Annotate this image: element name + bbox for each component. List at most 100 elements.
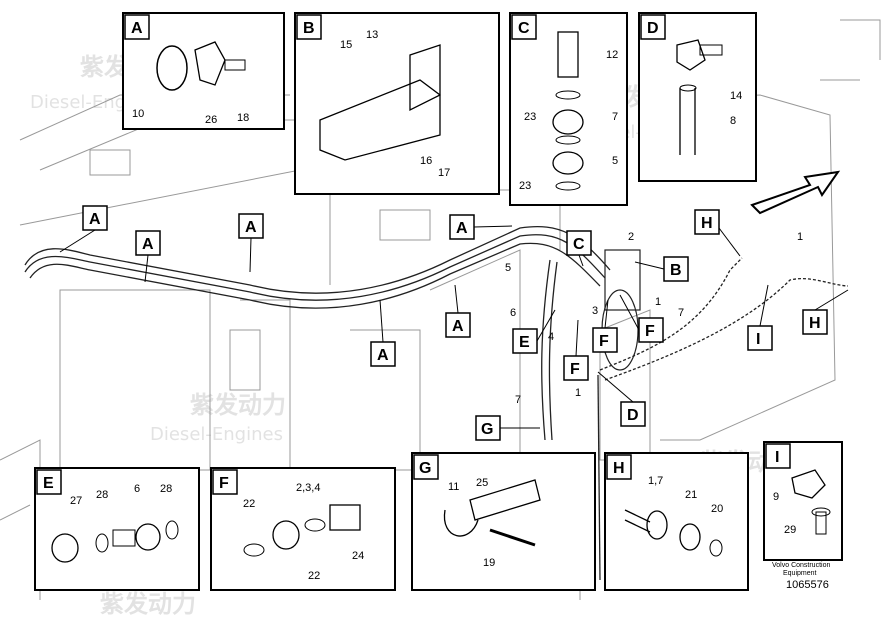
watermark-en: Diesel-Engines xyxy=(150,424,283,445)
callout-D: D xyxy=(620,401,646,427)
svg-text:25: 25 xyxy=(476,477,488,489)
callout-H: H xyxy=(802,309,828,335)
callout-A: A xyxy=(238,213,264,239)
callout-F: F xyxy=(592,327,618,353)
svg-text:23: 23 xyxy=(524,111,536,123)
inset-I: I 9 29 xyxy=(763,441,843,561)
svg-text:A: A xyxy=(131,20,143,37)
inset-F: F 22 2,3,4 24 22 xyxy=(210,467,396,591)
svg-text:F: F xyxy=(599,333,609,350)
svg-text:18: 18 xyxy=(237,112,249,124)
svg-text:1,7: 1,7 xyxy=(648,475,663,487)
callout-A: A xyxy=(449,214,475,240)
svg-text:1: 1 xyxy=(797,231,803,243)
inset-C: C 12 23 7 5 23 xyxy=(509,12,628,206)
svg-text:2: 2 xyxy=(628,231,634,243)
manufacturer-line2: Equipment xyxy=(783,570,817,577)
footer: Volvo Construction Equipment 1065576 xyxy=(772,562,830,591)
inset-A: A 10 26 18 xyxy=(122,12,285,130)
svg-text:28: 28 xyxy=(160,483,172,495)
svg-text:G: G xyxy=(419,460,431,477)
svg-text:14: 14 xyxy=(730,90,742,102)
svg-text:16: 16 xyxy=(420,155,432,167)
callout-A: A xyxy=(135,230,161,256)
callout-A: A xyxy=(445,312,471,338)
svg-text:1: 1 xyxy=(655,296,661,308)
svg-text:A: A xyxy=(452,318,464,335)
svg-text:D: D xyxy=(647,20,659,37)
svg-text:6: 6 xyxy=(510,307,516,319)
callout-I: I xyxy=(747,325,773,351)
callout-C: C xyxy=(566,230,592,256)
svg-text:28: 28 xyxy=(96,489,108,501)
watermark-cn: 紫发动力 xyxy=(190,391,286,419)
svg-text:17: 17 xyxy=(438,167,450,179)
svg-text:B: B xyxy=(670,262,682,279)
callout-H: H xyxy=(694,209,720,235)
inset-H: H 1,7 21 20 xyxy=(604,452,749,591)
svg-text:23: 23 xyxy=(519,180,531,192)
svg-text:13: 13 xyxy=(366,29,378,41)
svg-text:F: F xyxy=(570,361,580,378)
inset-E: E 27 28 6 28 xyxy=(34,467,200,591)
callout-F: F xyxy=(638,317,664,343)
manufacturer-line1: Volvo Construction xyxy=(772,562,830,569)
svg-text:7: 7 xyxy=(678,307,684,319)
callout-B: B xyxy=(663,256,689,282)
svg-text:G: G xyxy=(481,421,493,438)
svg-text:C: C xyxy=(573,236,585,253)
callout-A: A xyxy=(370,341,396,367)
svg-text:I: I xyxy=(775,449,779,466)
svg-text:26: 26 xyxy=(205,114,217,126)
svg-text:7: 7 xyxy=(612,111,618,123)
svg-text:24: 24 xyxy=(352,550,364,562)
svg-text:11: 11 xyxy=(448,481,459,493)
inset-G: G 11 25 19 xyxy=(411,452,596,591)
svg-text:9: 9 xyxy=(773,491,779,503)
svg-text:12: 12 xyxy=(606,49,618,61)
svg-text:8: 8 xyxy=(730,115,736,127)
watermark-cn: 紫发动力 xyxy=(100,590,196,618)
svg-text:A: A xyxy=(245,219,257,236)
svg-text:5: 5 xyxy=(505,262,511,274)
svg-text:A: A xyxy=(89,211,101,228)
svg-text:D: D xyxy=(627,407,639,424)
svg-text:15: 15 xyxy=(340,39,352,51)
svg-text:A: A xyxy=(377,347,389,364)
main-callouts: A A A A A A C B F F F E G D H H I xyxy=(82,205,828,441)
svg-text:2,3,4: 2,3,4 xyxy=(296,482,320,494)
hoses xyxy=(24,225,849,581)
callout-F: F xyxy=(563,355,589,381)
svg-text:A: A xyxy=(456,220,468,237)
inset-D: D 14 8 xyxy=(638,12,757,182)
svg-text:4: 4 xyxy=(548,331,554,343)
svg-text:20: 20 xyxy=(711,503,723,515)
inset-B: B 13 15 16 17 xyxy=(294,12,500,195)
svg-text:5: 5 xyxy=(612,155,618,167)
svg-text:22: 22 xyxy=(243,498,255,510)
callout-A: A xyxy=(82,205,108,231)
svg-text:6: 6 xyxy=(134,483,140,495)
leader-lines xyxy=(59,225,849,429)
svg-text:E: E xyxy=(519,334,530,351)
svg-text:H: H xyxy=(701,215,713,232)
part-number: 1065576 xyxy=(786,579,829,591)
svg-text:27: 27 xyxy=(70,495,82,507)
svg-text:B: B xyxy=(303,20,315,37)
callout-G: G xyxy=(475,415,501,441)
svg-text:F: F xyxy=(645,323,655,340)
svg-text:1: 1 xyxy=(575,387,581,399)
direction-arrow xyxy=(750,170,841,215)
svg-text:3: 3 xyxy=(592,305,598,317)
callout-E: E xyxy=(512,328,538,354)
svg-text:F: F xyxy=(219,475,229,492)
svg-text:I: I xyxy=(756,331,760,348)
svg-text:10: 10 xyxy=(132,108,144,120)
main-part-numbers: 2 1 5 6 4 3 1 7 7 1 xyxy=(505,231,803,406)
svg-text:7: 7 xyxy=(515,394,521,406)
svg-text:29: 29 xyxy=(784,524,796,536)
svg-text:C: C xyxy=(518,20,530,37)
svg-text:21: 21 xyxy=(685,489,697,501)
svg-text:H: H xyxy=(809,315,821,332)
